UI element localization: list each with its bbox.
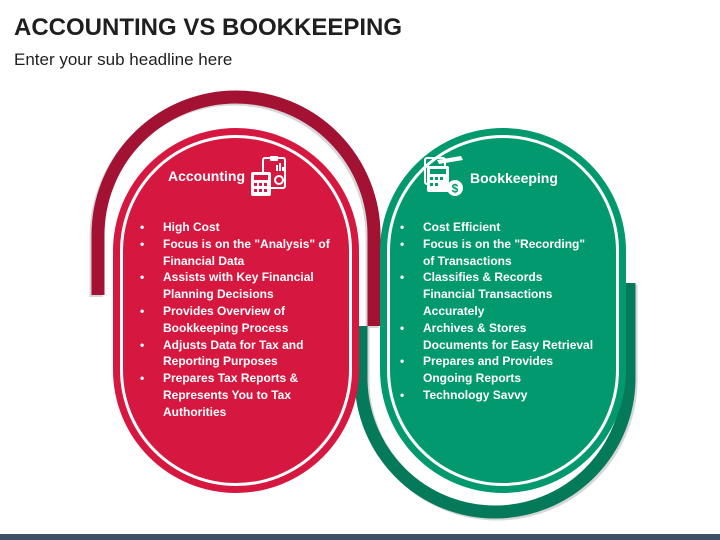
list-item: Technology Savvy <box>395 387 595 404</box>
list-item: Focus is on the "Recording" of Transacti… <box>395 236 595 270</box>
footer-bar <box>0 534 720 540</box>
list-item: Classifies & Records Financial Transacti… <box>395 269 595 319</box>
accounting-heading: Accounting <box>168 168 245 184</box>
accounting-arc <box>91 90 381 326</box>
calculator-dollar-icon: $ <box>424 156 463 196</box>
list-item: Prepares and Provides Ongoing Reports <box>395 353 595 387</box>
bookkeeping-points: Cost Efficient Focus is on the "Recordin… <box>395 219 595 404</box>
list-item: Provides Overview of Bookkeeping Process <box>135 303 335 337</box>
list-item: Assists with Key Financial Planning Deci… <box>135 269 335 303</box>
page-title: ACCOUNTING VS BOOKKEEPING <box>14 14 403 41</box>
accounting-panel-ring <box>120 135 352 486</box>
list-item: Focus is on the "Analysis" of Financial … <box>135 236 335 270</box>
list-item: Prepares Tax Reports & Represents You to… <box>135 370 335 420</box>
list-item: High Cost <box>135 219 335 236</box>
bookkeeping-panel-ring <box>387 135 619 486</box>
list-item: Adjusts Data for Tax and Reporting Purpo… <box>135 337 335 371</box>
page-subtitle: Enter your sub headline here <box>14 50 233 69</box>
accounting-points: High Cost Focus is on the "Analysis" of … <box>135 219 335 421</box>
calculator-report-icon <box>251 156 286 196</box>
list-item: Archives & Stores Documents for Easy Ret… <box>395 320 595 354</box>
bookkeeping-arc <box>354 283 636 519</box>
svg-text:$: $ <box>452 182 459 196</box>
bookkeeping-heading: Bookkeeping <box>470 170 558 186</box>
list-item: Cost Efficient <box>395 219 595 236</box>
